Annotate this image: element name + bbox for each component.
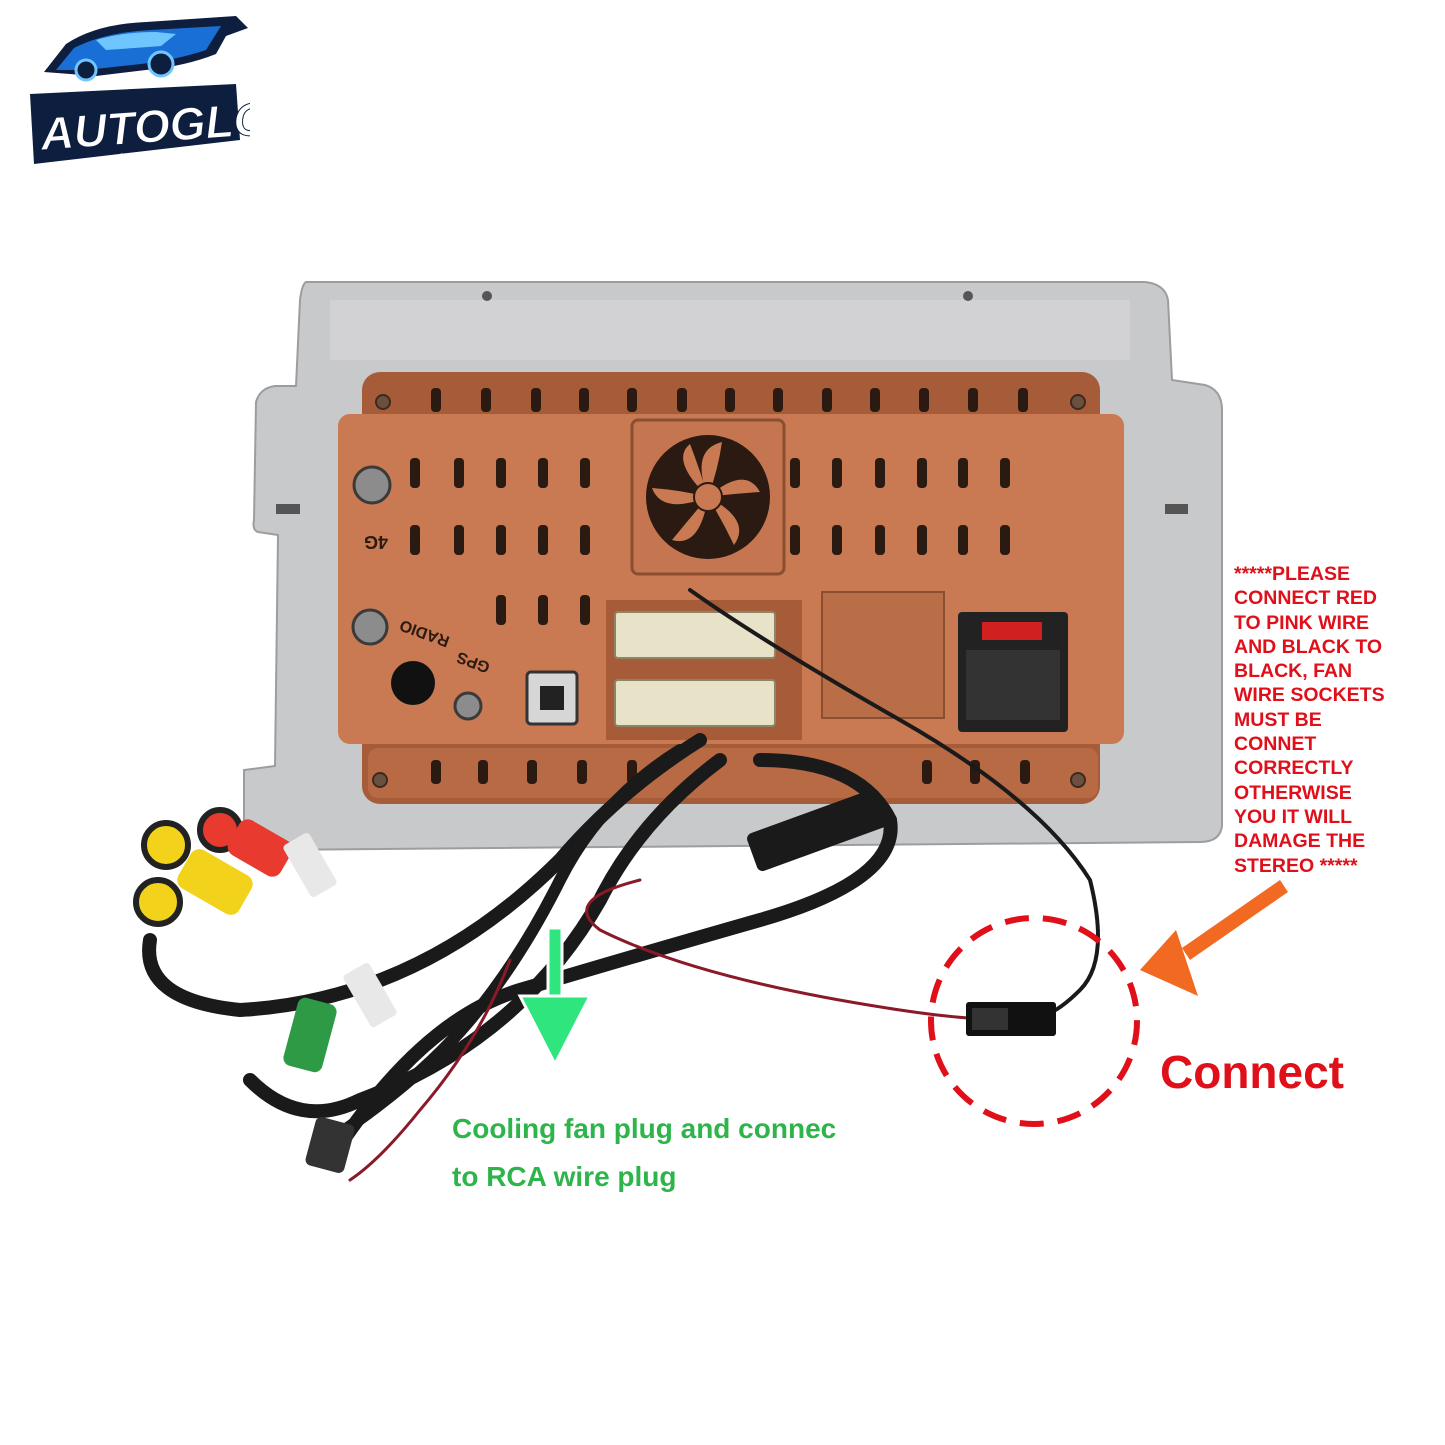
green-arrow-icon: [517, 926, 593, 1068]
fan-plug-note: Cooling fan plug and connec to RCA wire …: [452, 1113, 837, 1192]
harness-connectors: [525, 591, 1068, 740]
right-vents: [790, 458, 1010, 555]
autoglo-logo: AUTOGLO AUSTRALIA: [30, 16, 250, 164]
antenna-ports: [351, 465, 483, 721]
top-vents: [431, 388, 1028, 412]
cooling-fan: [630, 418, 786, 576]
car-icon: [44, 16, 248, 82]
warning-note: *****PLEASE CONNECT RED TO PINK WIRE AND…: [1234, 563, 1385, 877]
left-vents: [410, 458, 590, 625]
label-4g: 4G: [364, 532, 388, 552]
rca-plugs: [133, 807, 397, 1173]
highlight-circle: [928, 915, 1140, 1127]
bottom-vents: [431, 760, 1030, 784]
connect-label: Connect: [1160, 1046, 1344, 1098]
wire-harness: [142, 588, 1100, 1182]
orange-arrow-icon: [1140, 880, 1288, 996]
fan-plug-connector: [966, 1002, 1056, 1036]
